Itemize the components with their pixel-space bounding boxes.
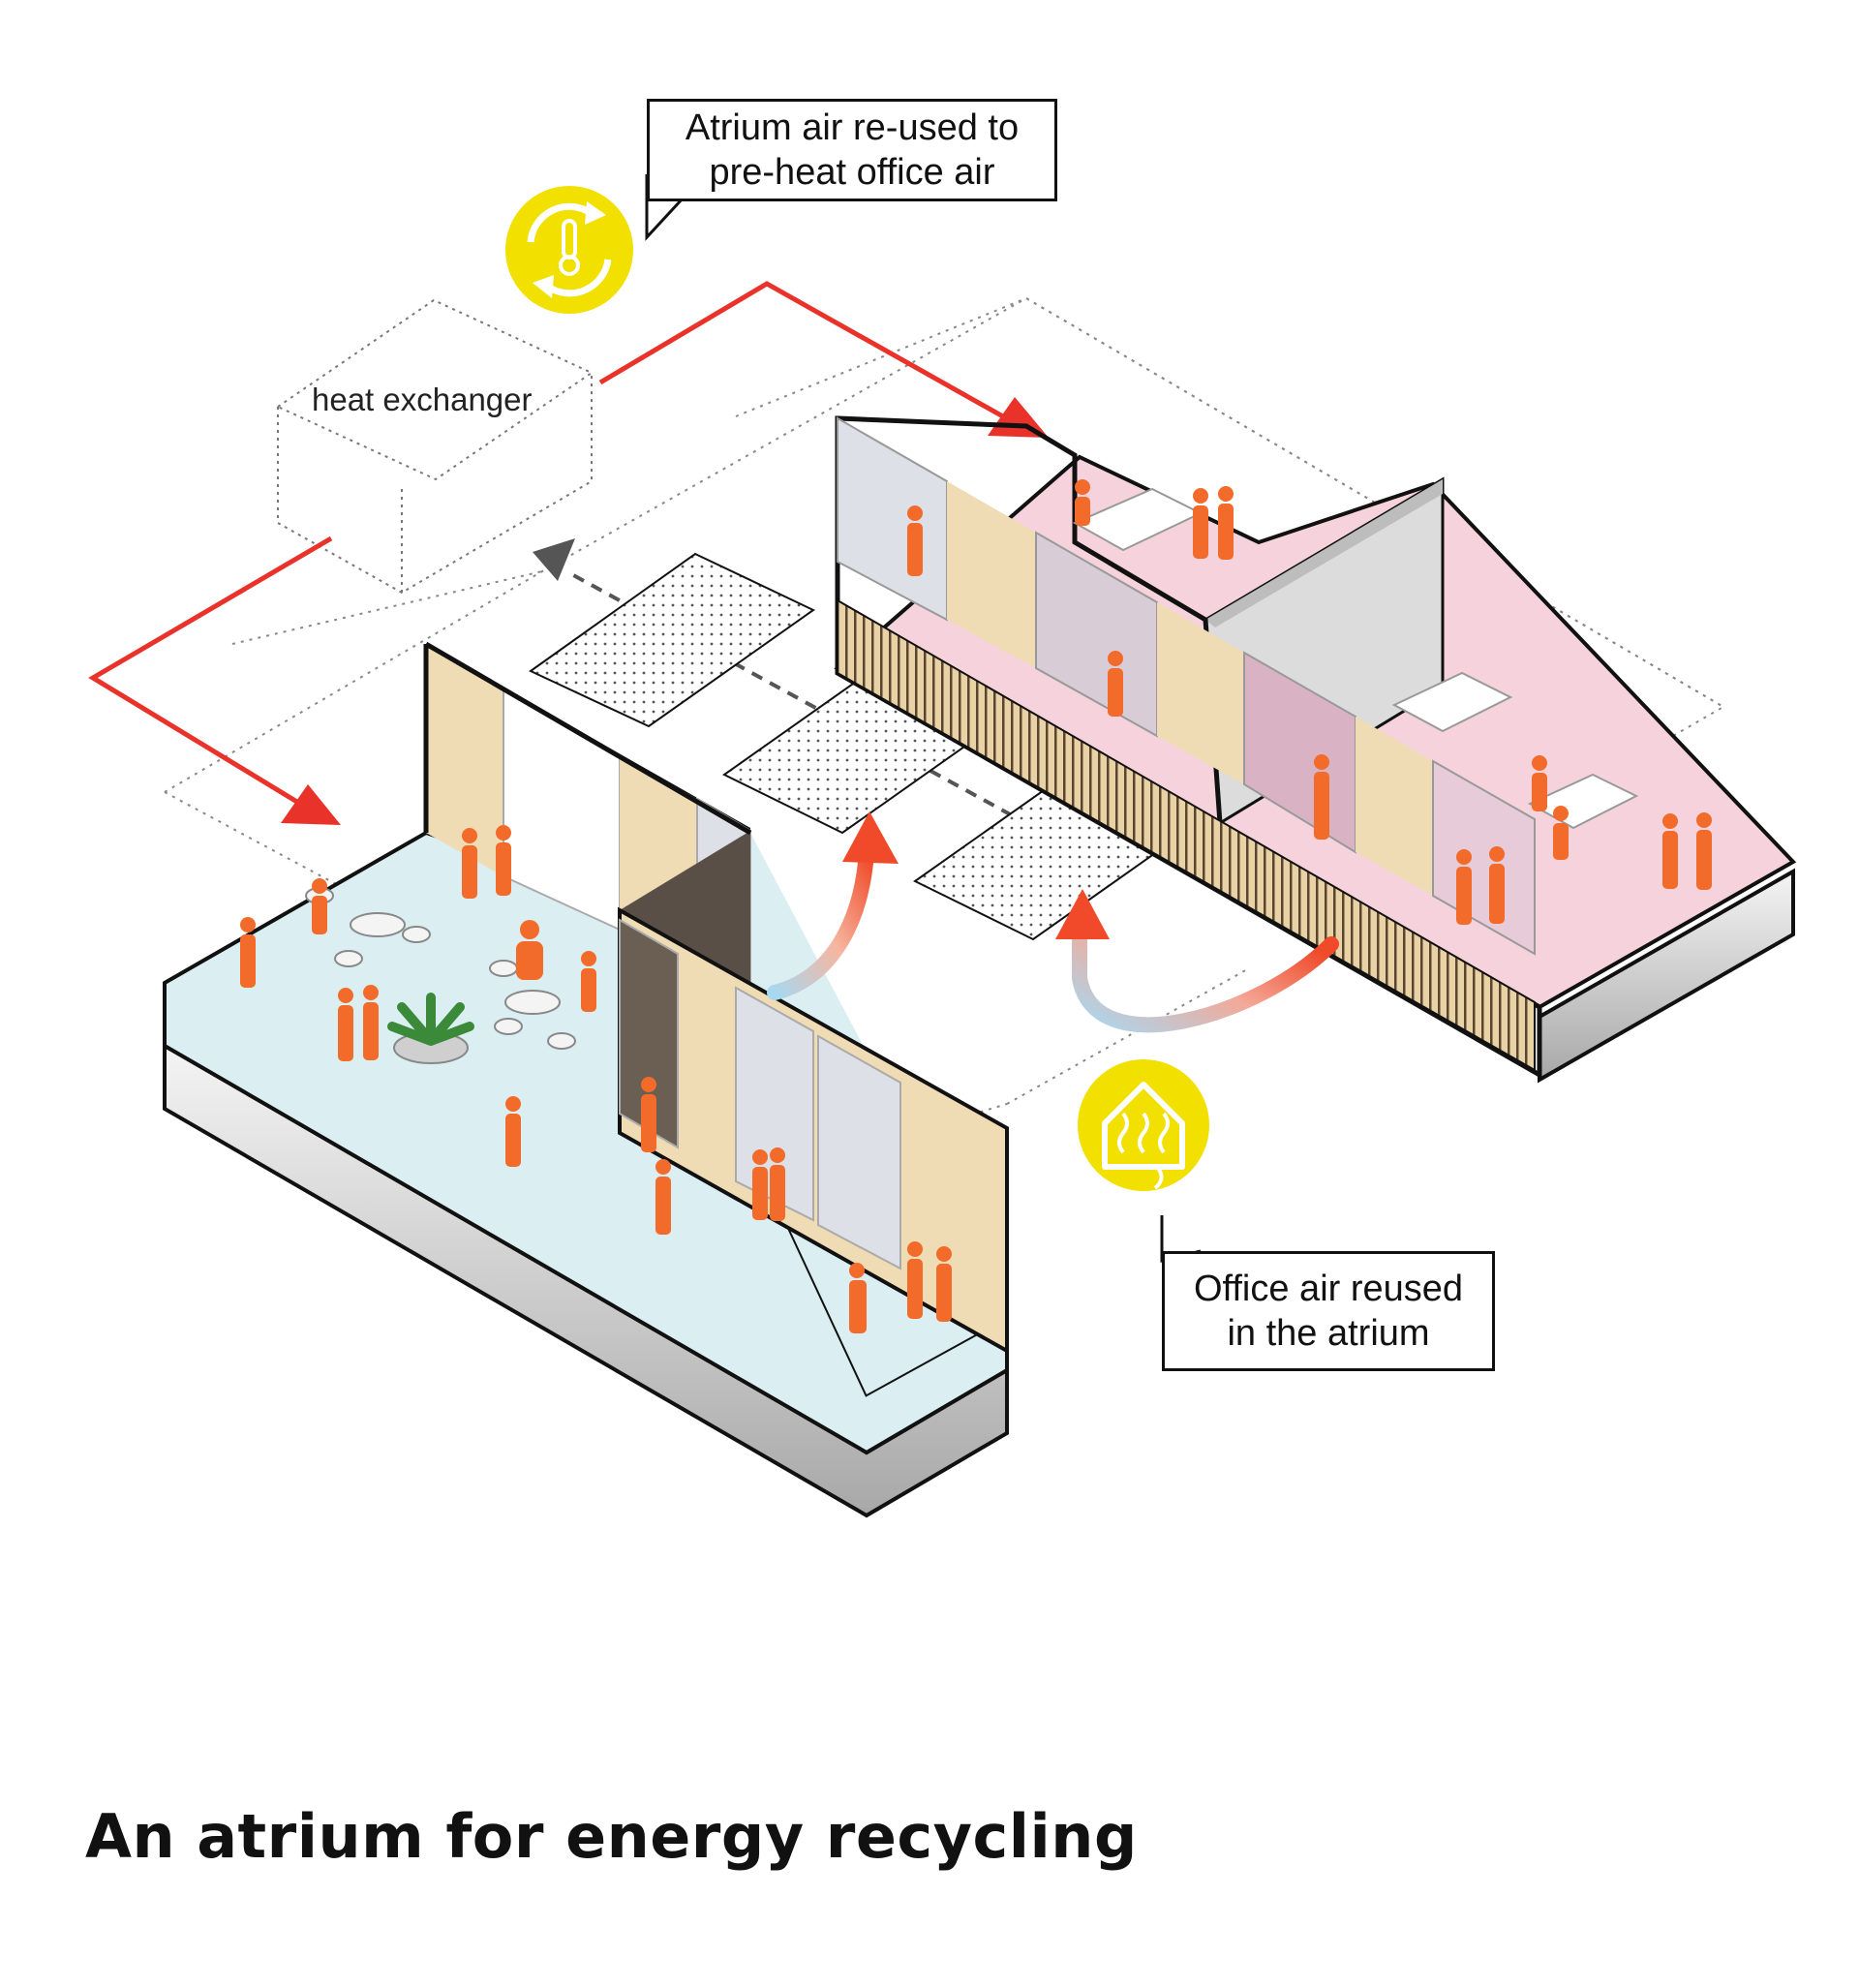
office-to-atrium-air-arrow — [1055, 889, 1339, 1033]
house-airflow-icon — [1078, 1059, 1209, 1191]
callout-atrium-air-line2: pre-heat office air — [709, 152, 995, 193]
callout-office-air-line2: in the atrium — [1227, 1313, 1430, 1354]
callout-atrium-air: Atrium air re-used to pre-heat office ai… — [647, 99, 1057, 201]
people-silhouettes — [240, 479, 1712, 1333]
exhaust-route-arrow — [598, 281, 1049, 438]
heat-exchanger-box — [275, 298, 594, 595]
heat-exchanger-label: heat exchanger — [312, 382, 533, 417]
dotted-site-outline — [164, 296, 1725, 1163]
office-block — [834, 415, 1797, 1084]
callout-office-air-line1: Office air reused — [1193, 1269, 1464, 1309]
supply-route-arrow — [88, 535, 341, 825]
figure-title: An atrium for energy recycling — [85, 1801, 1138, 1872]
plant — [387, 993, 474, 1064]
atrium-to-exchanger-air-arrow — [767, 811, 899, 1000]
callout-office-air: Office air reused in the atrium — [1162, 1251, 1495, 1371]
callout-atrium-air-line1: Atrium air re-used to — [685, 107, 1020, 148]
recycle-thermometer-icon — [505, 186, 633, 314]
return-air-arrow — [533, 538, 1013, 817]
